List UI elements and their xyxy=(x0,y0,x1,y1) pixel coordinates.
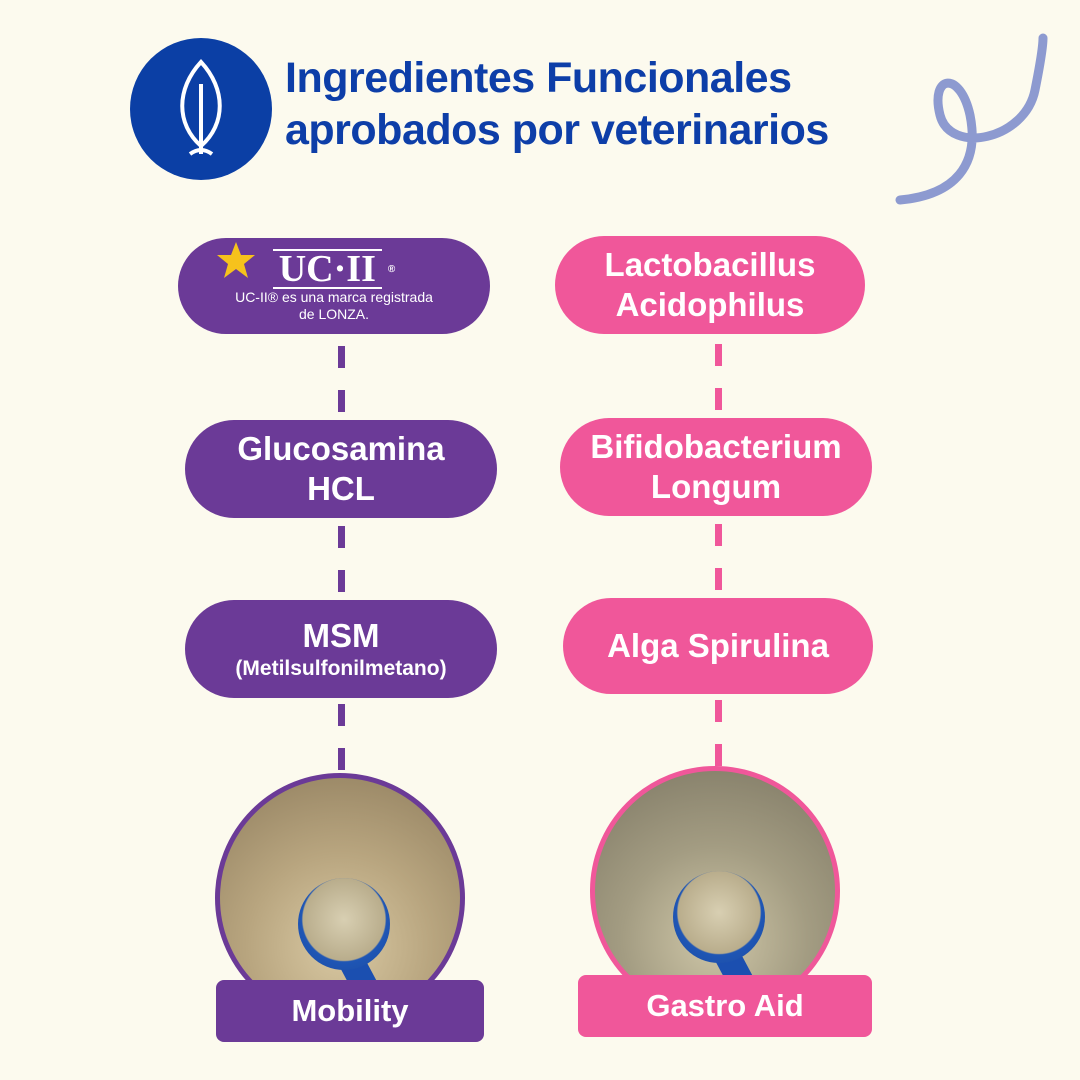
mobility-label: Mobility xyxy=(216,980,484,1042)
ingredient-pill-msm: MSM (Metilsulfonilmetano) xyxy=(185,600,497,698)
ingredient-name-line-1: Glucosamina xyxy=(237,430,445,467)
uc2-note-line-2: de LONZA. xyxy=(298,306,370,322)
scoop-icon xyxy=(673,871,765,963)
ingredient-name-line-1: Bifidobacterium xyxy=(590,428,842,465)
ingredient-pill-lactobacillus: Lactobacillus Acidophilus xyxy=(555,236,865,334)
page-title: Ingredientes Funcionales aprobados por v… xyxy=(285,52,829,156)
squiggle-decoration xyxy=(895,33,1048,205)
ingredient-name: Alga Spirulina xyxy=(607,627,829,664)
leaf-icon xyxy=(180,59,222,156)
ingredient-name-line-2: (Metilsulfonilmetano) xyxy=(235,657,447,680)
uc2-pill: UC·II ® UC-II® es una marca registrada d… xyxy=(178,238,490,334)
connector-dash xyxy=(715,700,722,766)
connector-dash xyxy=(338,704,345,770)
connector-dash xyxy=(338,346,345,412)
connector-dash xyxy=(715,344,722,410)
ingredient-name-line-2: Longum xyxy=(650,468,782,505)
ingredient-name-line-1: MSM xyxy=(302,617,380,654)
star-icon xyxy=(217,242,255,278)
uc2-note-line-1: UC-II® es una marca registrada xyxy=(235,289,433,305)
leaf-badge xyxy=(130,38,272,180)
uc2-reg-mark: ® xyxy=(387,263,396,275)
ingredient-pill-glucosamina: Glucosamina HCL xyxy=(185,420,497,518)
scoop-icon xyxy=(298,878,390,970)
gastro-aid-label: Gastro Aid xyxy=(578,975,872,1037)
uc2-logo: UC·II ® xyxy=(217,242,396,289)
ingredient-name-line-2: HCL xyxy=(307,470,375,507)
title-line-2: aprobados por veterinarios xyxy=(285,106,829,154)
uc2-logo-text: UC·II xyxy=(272,249,382,289)
ingredient-name-line-2: Acidophilus xyxy=(615,286,805,323)
title-line-1: Ingredientes Funcionales xyxy=(285,54,792,102)
ingredient-pill-bifidobacterium: Bifidobacterium Longum xyxy=(560,418,872,516)
ingredient-name-line-1: Lactobacillus xyxy=(604,246,816,283)
connector-dash xyxy=(338,526,345,592)
ingredient-pill-spirulina: Alga Spirulina xyxy=(563,598,873,694)
connector-dash xyxy=(715,524,722,590)
